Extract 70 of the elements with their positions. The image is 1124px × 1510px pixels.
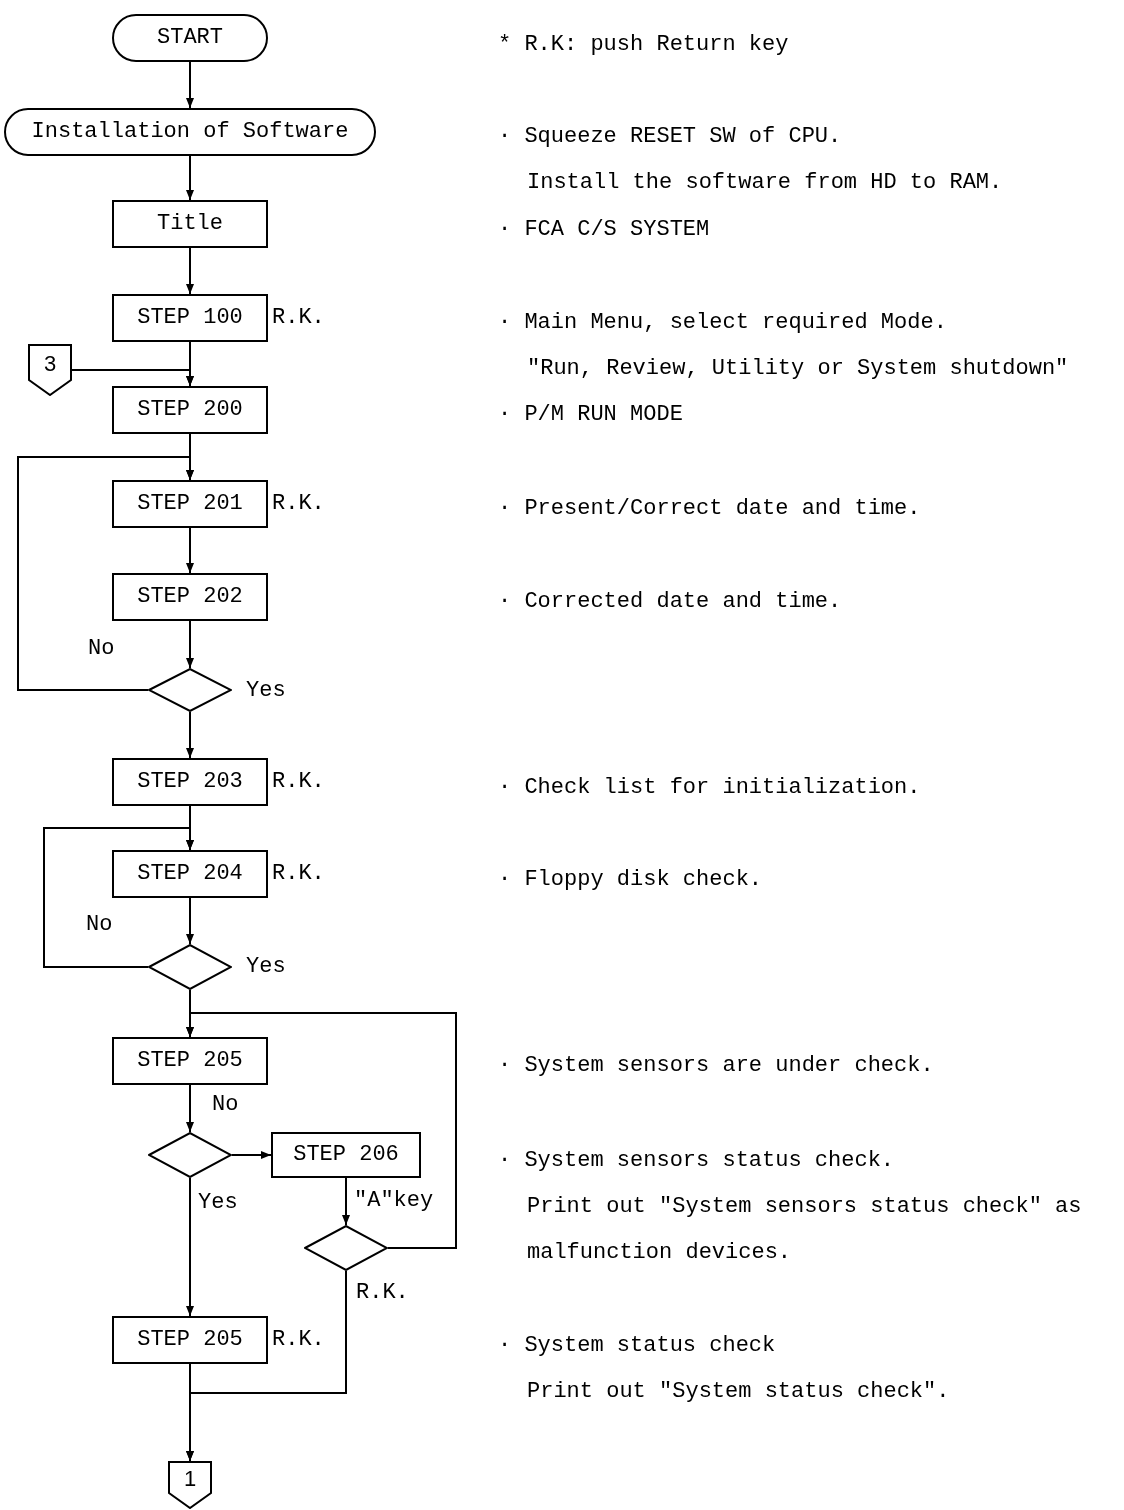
process-box (271, 1132, 421, 1178)
arrow (186, 247, 194, 295)
note-text: * R.K: push Return key (498, 31, 790, 59)
decision-diamond (304, 1225, 388, 1271)
node-label: STEP 201 (137, 493, 243, 515)
arrow (186, 1012, 457, 1249)
process-box (112, 480, 268, 528)
decision-diamond (148, 668, 232, 712)
arrow (186, 711, 194, 759)
node-label: STEP 200 (137, 399, 243, 421)
connector-symbol (28, 344, 72, 396)
arrow (186, 527, 194, 574)
key-note: R.K. (272, 863, 325, 885)
key-note: R.K. (272, 771, 325, 793)
note-text: · System status check (498, 1332, 777, 1360)
note-text: · Squeeze RESET SW of CPU. (498, 123, 843, 151)
terminator-box (4, 108, 376, 156)
note-text: Install the software from HD to RAM. (527, 169, 1004, 197)
process-box (112, 573, 268, 621)
note-text: Print out "System status check". (527, 1378, 951, 1406)
edge-label: "A"key (354, 1190, 434, 1212)
arrow (186, 155, 194, 201)
process-box (112, 850, 268, 898)
node-label: Installation of Software (31, 121, 349, 143)
arrow (186, 620, 194, 669)
key-note: R.K. (272, 1329, 325, 1351)
arrow (186, 897, 194, 945)
node-label: STEP 203 (137, 771, 243, 793)
node-label: STEP 206 (293, 1144, 399, 1166)
connector-symbol (168, 1461, 212, 1509)
decision-diamond (148, 1132, 232, 1178)
note-text: · P/M RUN MODE (498, 401, 684, 429)
note-text: · System sensors status check. (498, 1147, 896, 1175)
note-text: Print out "System sensors status check" as malfunction devices. (527, 1193, 1083, 1267)
process-box (112, 386, 268, 434)
node-label: 1 (183, 1468, 197, 1490)
note-text: · Present/Correct date and time. (498, 495, 922, 523)
arrow (43, 827, 194, 968)
arrow (342, 1177, 350, 1226)
note-text: · Main Menu, select required Mode. (498, 309, 948, 337)
key-note: R.K. (272, 307, 325, 329)
arrow (186, 61, 194, 109)
arrow (231, 1151, 272, 1159)
node-label: Title (157, 213, 223, 235)
arrow (186, 1177, 194, 1317)
terminator-box (112, 14, 268, 62)
note-text: · Check list for initialization. (498, 774, 922, 802)
note-text: · Corrected date and time. (498, 588, 843, 616)
process-box (112, 200, 268, 248)
process-box (112, 1316, 268, 1364)
note-text: · FCA C/S SYSTEM (498, 216, 711, 244)
note-text: · System sensors are under check. (498, 1052, 935, 1080)
node-label: STEP 204 (137, 863, 243, 885)
note-text: "Run, Review, Utility or System shutdown" (527, 355, 1070, 383)
key-note: R.K. (272, 493, 325, 515)
node-label: STEP 100 (137, 307, 243, 329)
node-label: START (157, 27, 223, 49)
arrow (17, 456, 194, 691)
decision-diamond (148, 944, 232, 990)
arrow (186, 1084, 194, 1133)
node-label: STEP 205 (137, 1050, 243, 1072)
process-box (112, 294, 268, 342)
node-label: STEP 202 (137, 586, 243, 608)
node-label: STEP 205 (137, 1329, 243, 1351)
node-label: 3 (43, 353, 57, 375)
process-box (112, 758, 268, 806)
note-text: · Floppy disk check. (498, 866, 764, 894)
process-box (112, 1037, 268, 1085)
arrow (186, 1363, 194, 1462)
arrow (71, 369, 194, 387)
